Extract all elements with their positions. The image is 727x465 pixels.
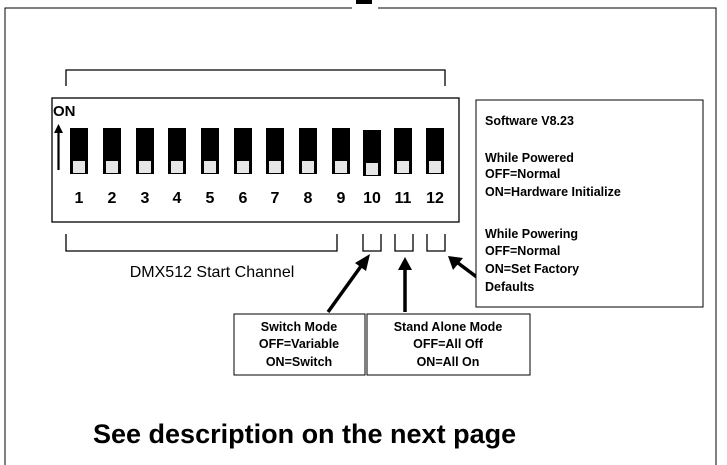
dmx-start-channel-label: DMX512 Start Channel: [130, 264, 295, 281]
dip-switch-11: 11: [394, 128, 412, 207]
switch-number-7: 7: [271, 190, 280, 207]
switch-number-8: 8: [304, 190, 313, 207]
switch-11-bracket: [394, 234, 414, 252]
switch-mode-box: [233, 313, 366, 376]
switch-number-4: 4: [173, 190, 182, 207]
switch-slot: [237, 161, 249, 173]
software-version: Software V8.23: [485, 114, 574, 128]
switch-number-2: 2: [108, 190, 117, 207]
switch-mode-off: OFF=Variable: [259, 337, 339, 351]
switch-slot: [335, 161, 347, 173]
switch-number-3: 3: [141, 190, 150, 207]
switch-mode-on: ON=Switch: [266, 355, 332, 369]
cropped-title-glyph: [356, 0, 372, 4]
switch-number-9: 9: [337, 190, 346, 207]
switch-mode-title: Switch Mode: [261, 320, 337, 334]
dip-switch-3: 3: [136, 128, 154, 207]
switch-number-6: 6: [239, 190, 248, 207]
top-bracket: [65, 69, 446, 86]
while-powered-off: OFF=Normal: [485, 167, 560, 181]
switch-mode-arrowhead: [355, 254, 370, 271]
dip-switch-4: 4: [168, 128, 186, 207]
factory-defaults-arrowhead: [448, 256, 463, 270]
stand-alone-mode-box: [366, 313, 531, 376]
while-powering-on-line2: Defaults: [485, 280, 534, 294]
switch-slot: [269, 161, 281, 173]
dip-switch-5: 5: [201, 128, 219, 207]
switch-slot: [429, 161, 441, 173]
dmx-bracket: [65, 234, 338, 252]
stand-alone-on: ON=All On: [417, 355, 480, 369]
switch-number-12: 12: [426, 190, 444, 207]
while-powering-heading: While Powering: [485, 227, 578, 241]
dip-switch-7: 7: [266, 128, 284, 207]
dip-switch-8: 8: [299, 128, 317, 207]
switch-slot: [204, 161, 216, 173]
software-info-box: [475, 99, 704, 308]
switch-number-11: 11: [395, 190, 412, 207]
switch-slot: [106, 161, 118, 173]
stand-alone-title: Stand Alone Mode: [394, 320, 503, 334]
switch-slot: [73, 161, 85, 173]
switch-slot: [139, 161, 151, 173]
stand-alone-off: OFF=All Off: [413, 337, 484, 351]
switch-mode-arrow-shaft: [326, 260, 366, 314]
while-powering-off: OFF=Normal: [485, 244, 560, 258]
while-powered-heading: While Powered: [485, 151, 574, 165]
dip-switch-10: 10: [363, 130, 381, 207]
switch-number-1: 1: [75, 190, 84, 207]
switch-10-bracket: [362, 234, 382, 252]
while-powered-on: ON=Hardware Initialize: [485, 185, 621, 199]
dip-switches: 1 2 3 4 5 6 7: [70, 128, 444, 207]
dip-switch-2: 2: [103, 128, 121, 207]
page-frame: [4, 7, 717, 465]
see-next-page-note: See description on the next page: [93, 419, 516, 449]
switch-12-bracket: [426, 234, 446, 252]
stand-alone-arrowhead: [398, 257, 412, 270]
dip-switch-1: 1: [70, 128, 88, 207]
switch-slot: [366, 163, 378, 175]
dip-switch-12: 12: [426, 128, 444, 207]
dip-switch-6: 6: [234, 128, 252, 207]
switch-number-5: 5: [206, 190, 215, 207]
switch-slot: [397, 161, 409, 173]
while-powering-on-line1: ON=Set Factory: [485, 262, 579, 276]
on-label: ON: [53, 103, 76, 120]
dip-switch-9: 9: [332, 128, 350, 207]
switch-slot: [171, 161, 183, 173]
switch-number-10: 10: [363, 190, 381, 207]
switch-slot: [302, 161, 314, 173]
on-direction-arrowhead: [54, 124, 63, 133]
